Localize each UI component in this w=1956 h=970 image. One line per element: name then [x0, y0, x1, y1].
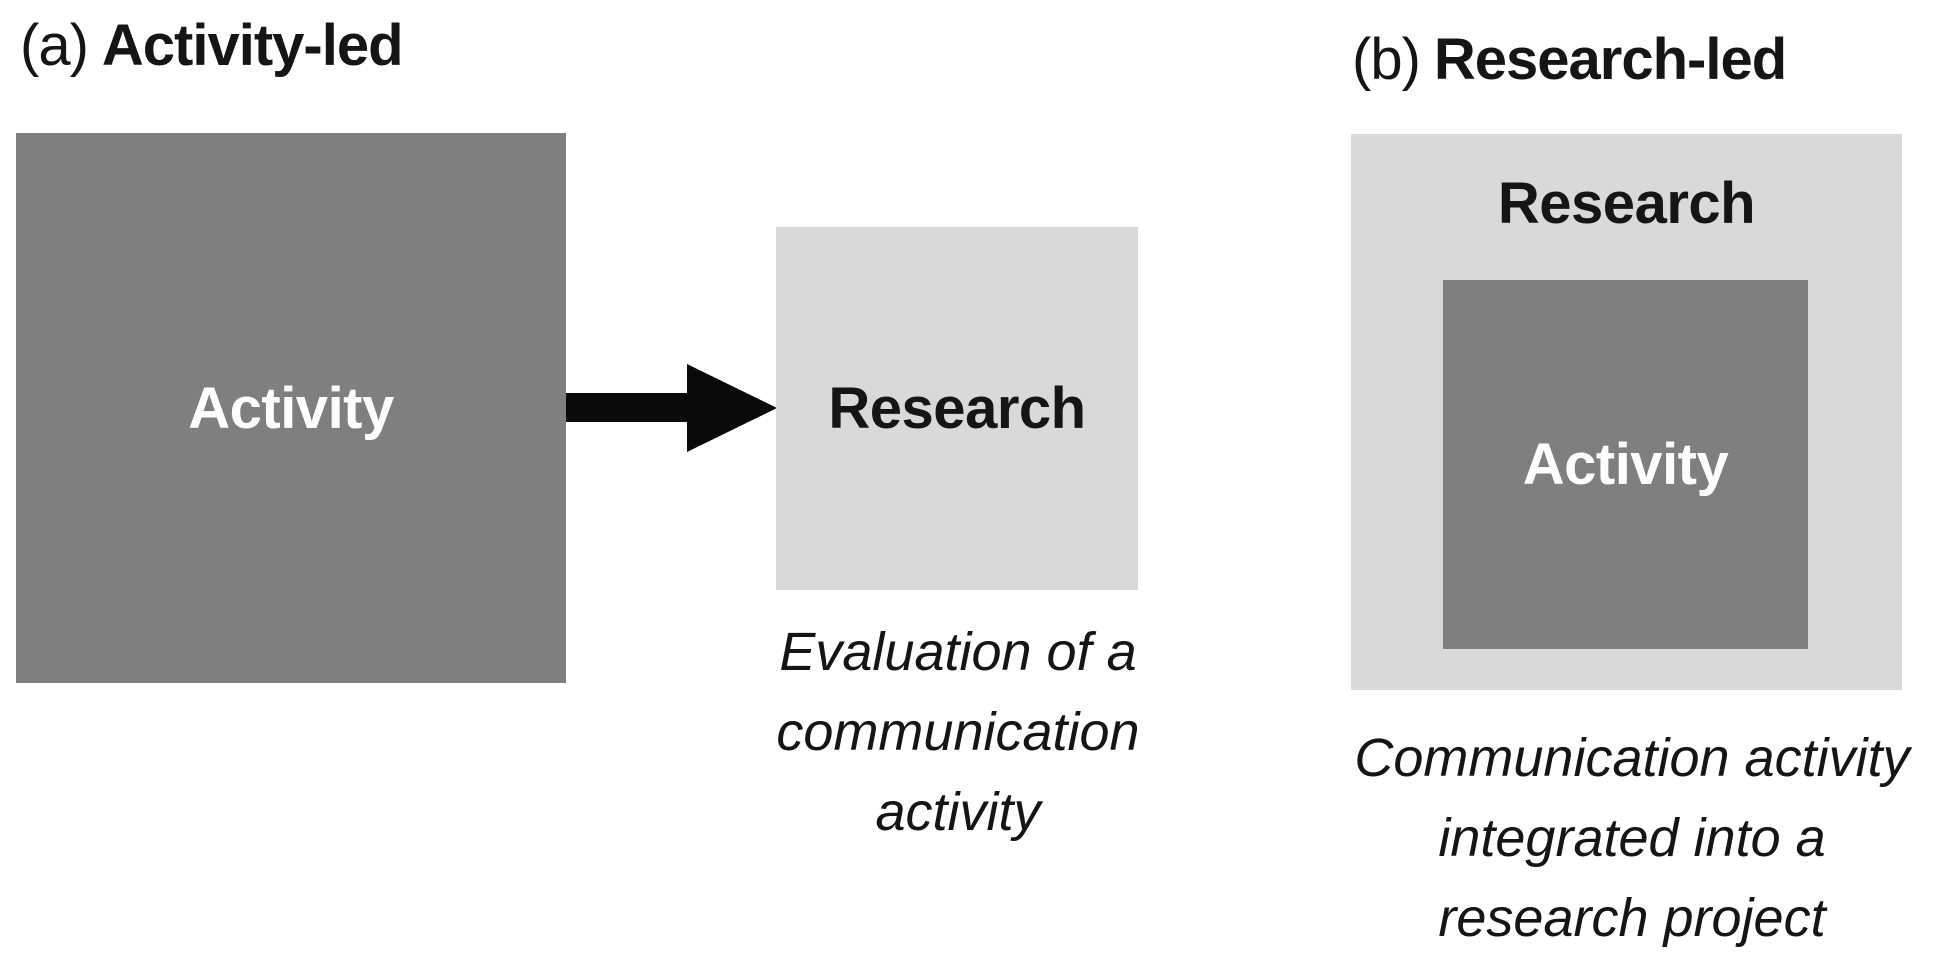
panel-a-title: (a)Activity-led — [20, 12, 404, 79]
panel-b-research-box: Research Activity — [1351, 134, 1902, 690]
panel-a-title-text: Activity-led — [101, 13, 404, 78]
panel-b-activity-label: Activity — [1522, 432, 1729, 497]
panel-b-title: (b)Research-led — [1352, 26, 1787, 93]
panel-a-title-prefix: (a) — [20, 13, 89, 78]
panel-a-research-box: Research — [776, 227, 1138, 590]
panel-a-caption-line: activity — [875, 782, 1041, 842]
panel-b-title-text: Research-led — [1433, 27, 1787, 92]
panel-b-caption-line: Communication activity — [1354, 728, 1910, 788]
panel-a-caption-line: Evaluation of a — [779, 622, 1137, 682]
arrow-right-icon — [566, 364, 777, 452]
panel-a-activity-label: Activity — [188, 375, 394, 441]
panel-a-caption: Evaluation of a communication activity — [708, 612, 1208, 852]
panel-b-activity-box: Activity — [1443, 280, 1808, 649]
panel-b-caption: Communication activity integrated into a… — [1332, 718, 1932, 958]
panel-b-caption-line: research project — [1438, 888, 1826, 948]
panel-b-title-prefix: (b) — [1352, 27, 1421, 92]
panel-a-caption-line: communication — [776, 702, 1140, 762]
panel-b-research-label: Research — [1497, 171, 1756, 236]
panel-a-activity-box: Activity — [16, 133, 566, 683]
panel-a-research-label: Research — [828, 376, 1086, 441]
panel-b-caption-line: integrated into a — [1438, 808, 1826, 868]
